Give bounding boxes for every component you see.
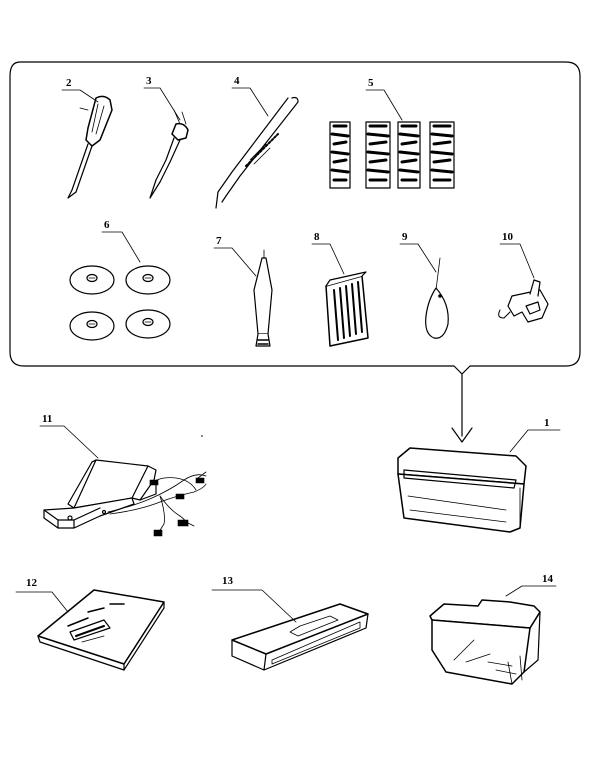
label-3: 3 bbox=[146, 75, 152, 87]
leader-4 bbox=[231, 87, 269, 117]
part-11-foot-controller bbox=[43, 459, 207, 537]
part-12-instruction-book bbox=[37, 589, 165, 671]
part-5-needle-packs bbox=[329, 121, 455, 189]
speck bbox=[201, 435, 203, 437]
label-2: 2 bbox=[66, 77, 72, 89]
part-8-needle-case bbox=[325, 271, 369, 347]
leader-14 bbox=[505, 585, 557, 597]
part-7-brush bbox=[253, 249, 273, 347]
leader-9 bbox=[399, 243, 437, 273]
leader-5 bbox=[365, 89, 403, 121]
part-14-holder bbox=[429, 599, 541, 685]
leader-13 bbox=[211, 589, 297, 623]
label-11: 11 bbox=[42, 413, 52, 425]
label-8: 8 bbox=[314, 231, 320, 243]
accessory-callout-frame bbox=[9, 61, 581, 375]
label-12: 12 bbox=[26, 577, 38, 589]
part-3-seam-ripper bbox=[149, 109, 189, 199]
part-1-accessory-box bbox=[397, 447, 527, 533]
leader-11 bbox=[39, 425, 99, 459]
part-2-screwdriver bbox=[67, 95, 113, 199]
label-5: 5 bbox=[368, 77, 374, 89]
leader-8 bbox=[311, 243, 345, 275]
label-1: 1 bbox=[544, 417, 550, 429]
part-13-tray bbox=[231, 603, 369, 671]
part-10-clip bbox=[498, 279, 549, 323]
label-13: 13 bbox=[222, 575, 234, 587]
part-9-threader bbox=[425, 257, 449, 339]
part-4-tweezers bbox=[215, 96, 299, 209]
label-7: 7 bbox=[216, 235, 222, 247]
leader-6 bbox=[101, 231, 141, 263]
label-9: 9 bbox=[402, 231, 408, 243]
label-10: 10 bbox=[502, 231, 514, 243]
leader-1 bbox=[509, 429, 561, 453]
label-6: 6 bbox=[104, 219, 110, 231]
label-4: 4 bbox=[234, 75, 240, 87]
leader-3 bbox=[143, 87, 181, 121]
part-6-bobbins bbox=[69, 265, 171, 341]
callout-arrow bbox=[451, 373, 473, 443]
leader-7 bbox=[213, 247, 257, 277]
leader-12 bbox=[15, 591, 69, 613]
leader-2 bbox=[61, 89, 99, 103]
leader-10 bbox=[499, 243, 535, 279]
label-14: 14 bbox=[542, 573, 554, 585]
